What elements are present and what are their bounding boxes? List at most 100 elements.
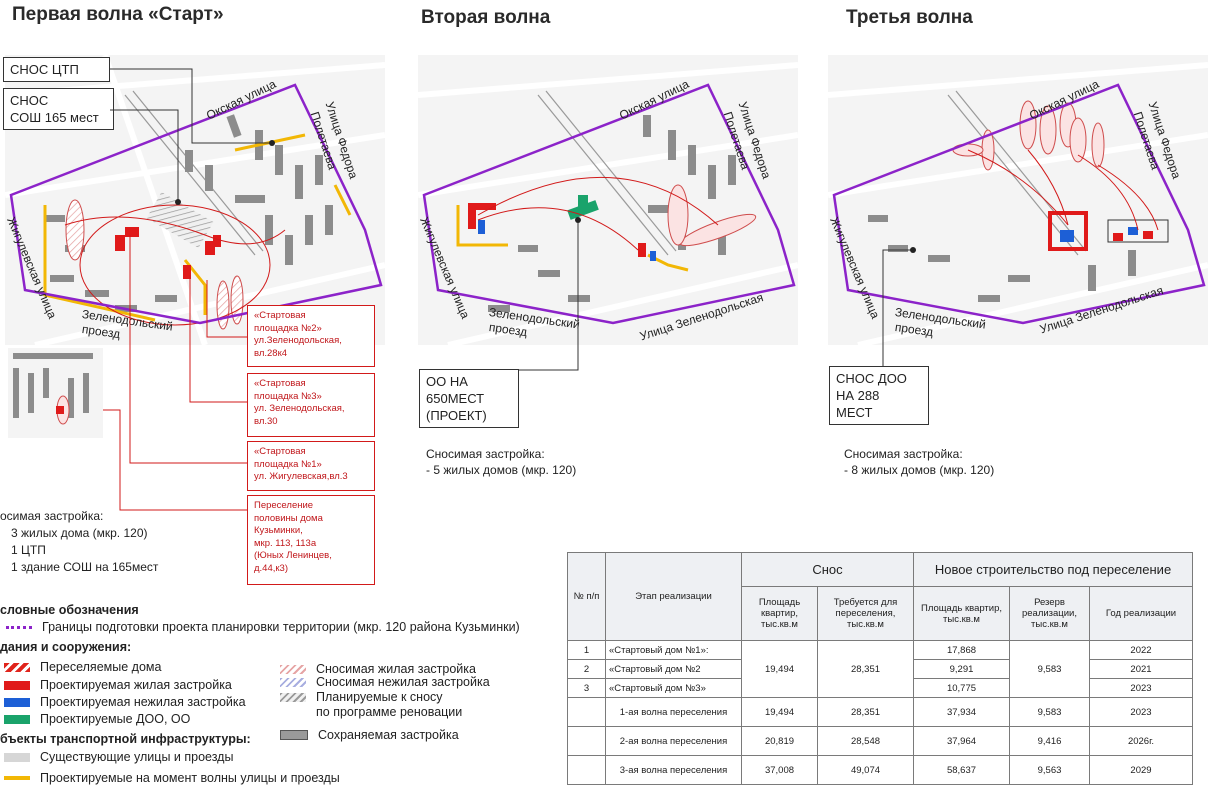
wave3-demolition-item: - 8 жилых домов (мкр. 120) [844,463,995,477]
legend-item-demolish-nonres-label: Сносимая нежилая застройка [316,675,490,689]
wave1-title: Первая волна «Старт» [12,4,224,25]
table-row: 2-ая волна переселения 20,819 28,548 37,… [567,726,1193,756]
cell-stage: «Стартовый дом №3» [605,678,742,698]
table-row: 3-ая волна переселения 37,008 49,074 58,… [567,755,1193,785]
cell-stage: 1-ая волна переселения [605,697,742,727]
cell-required: 28,548 [817,726,914,756]
header-stage: Этап реализации [605,552,742,641]
cell-reserve-merged: 9,583 [1009,640,1090,698]
start-site-3-line1: «Стартовая [254,378,306,389]
wave2-leader [518,217,581,371]
cell-stage: «Стартовый дом №2 [605,659,742,679]
cell-new-area: 17,868 [913,640,1010,660]
boundary-swatch [6,625,32,629]
proj-residential-swatch [4,680,30,690]
renovation-swatch [280,692,306,702]
cell-year: 2022 [1089,640,1193,660]
start-site-1-line2: площадка №1» [254,458,322,470]
start-site-2-line1: «Стартовая [254,310,306,321]
wave2-callout-line2: 650МЕСТ [426,391,485,406]
cell-year: 2021 [1089,659,1193,679]
cell-area: 37,008 [741,755,818,785]
wave1-demolition-item-1: 3 жилых дома (мкр. 120) [11,526,148,540]
header-area: Площадь квартир, тыс.кв.м [741,586,818,641]
cell-required: 28,351 [817,697,914,727]
cell-num: 1 [567,640,606,660]
wave3-callout-kindergarten: СНОС ДОО НА 288 МЕСТ [829,366,929,425]
legend-item-proj-nonresidential: Проектируемая нежилая застройка [4,695,246,709]
legend-item-renovation-label2: по программе реновации [316,705,463,719]
header-year: Год реализации [1089,586,1193,641]
legend-item-demolish-res: Сносимая жилая застройка [280,662,476,676]
demolish-res-swatch [280,664,306,674]
wave1-map-drawing [5,55,385,345]
resettlement-line1: Переселение [254,500,314,511]
cell-new-area: 9,291 [913,659,1010,679]
wave2-callout-line3: (ПРОЕКТ) [426,408,487,423]
table-row: 3 «Стартовый дом №3» 10,775 2023 [567,678,1193,698]
cell-reserve: 9,563 [1009,755,1090,785]
start-site-2-box: «Стартовая площадка №2» ул.Зеленодольска… [247,305,375,367]
cell-required-merged: 28,351 [817,640,914,698]
cell-reserve: 9,583 [1009,697,1090,727]
start-site-2-line2: площадка №2» [254,322,322,334]
legend-boundary: Границы подготовки проекта планировки те… [6,620,520,634]
start-site-2-line4: вл.28к4 [254,347,288,359]
table-row: 2 «Стартовый дом №2 9,291 2021 [567,659,1193,679]
wave3-callout-line3: МЕСТ [836,405,873,420]
cell-stage: 3-ая волна переселения [605,755,742,785]
cell-year: 2026г. [1089,726,1193,756]
proj-streets-swatch [4,776,30,780]
header-num: № п/п [567,552,606,641]
wave3-callout-line2: НА 288 [836,388,880,403]
callout-demolish-school-line1: СНОС [10,93,49,108]
cell-stage: «Стартовый дом №1»: [605,640,742,660]
wave2-demolition-item: - 5 жилых домов (мкр. 120) [426,463,577,477]
wave2-map-drawing [418,62,798,345]
wave1-map: Окская улица Улица Федора Полетаева Жигу… [5,55,385,345]
proj-nonresidential-swatch [4,697,30,707]
legend-boundary-label: Границы подготовки проекта планировки те… [42,620,520,634]
wave2-title: Вторая волна [421,7,551,28]
wave3-leader [882,247,916,368]
wave2-demolition-title: Сносимая застройка: [426,447,545,461]
wave3-map-drawing [828,62,1208,345]
legend-item-renovation-label: Планируемые к сносу [316,690,443,704]
start-site-2-line3: ул.Зеленодольская, [254,335,342,346]
resettled-swatch [4,662,30,672]
legend-item-proj-residential: Проектируемая жилая застройка [4,678,232,692]
resettlement-line4: мкр. 113, 113а [254,537,317,549]
callout-demolish-ctp: СНОС ЦТП [3,57,110,82]
legend-item-demolish-nonres: Сносимая нежилая застройка [280,675,490,689]
cell-new-area: 10,775 [913,678,1010,698]
resettlement-line2: половины дома [254,512,323,524]
wave3-callout-line1: СНОС ДОО [836,371,907,386]
cell-new-area: 37,964 [913,726,1010,756]
legend-transport-title: бъекты транспортной инфраструктуры: [0,732,251,746]
proj-schools-swatch [4,714,30,724]
cell-new-area: 37,934 [913,697,1010,727]
wave1-demolition-title: осимая застройка: [0,509,104,523]
cell-area: 20,819 [741,726,818,756]
wave3-title: Третья волна [846,7,973,28]
legend-item-proj-schools: Проектируемые ДОО, ОО [4,712,190,726]
legend-item-kept: Сохраняемая застройка [280,728,459,742]
wave3-demolition-title: Сносимая застройка: [844,447,963,461]
inset-map [8,348,103,438]
legend-item-existing-streets-label: Существующие улицы и проезды [40,750,234,764]
start-site-3-line2: площадка №3» [254,390,322,402]
legend-item-resettled-label: Переселяемые дома [40,660,162,674]
resettlement-line6: д.44,к3) [254,562,288,574]
legend-item-proj-schools-label: Проектируемые ДОО, ОО [40,712,191,726]
wave1-demolition-item-2: 1 ЦТП [11,543,46,557]
existing-streets-swatch [4,752,30,762]
wave2-callout-school: ОО НА 650МЕСТ (ПРОЕКТ) [419,369,519,428]
kept-swatch [280,730,308,740]
cell-area: 19,494 [741,697,818,727]
cell-year: 2023 [1089,697,1193,727]
cell-num: 3 [567,678,606,698]
table-header-row-2: Площадь квартир, тыс.кв.м Требуется для … [568,586,1193,641]
cell-new-area: 58,637 [913,755,1010,785]
callout-demolish-school-line2: СОШ 165 мест [10,110,99,125]
legend-item-proj-streets: Проектируемые на момент волны улицы и пр… [4,771,340,785]
